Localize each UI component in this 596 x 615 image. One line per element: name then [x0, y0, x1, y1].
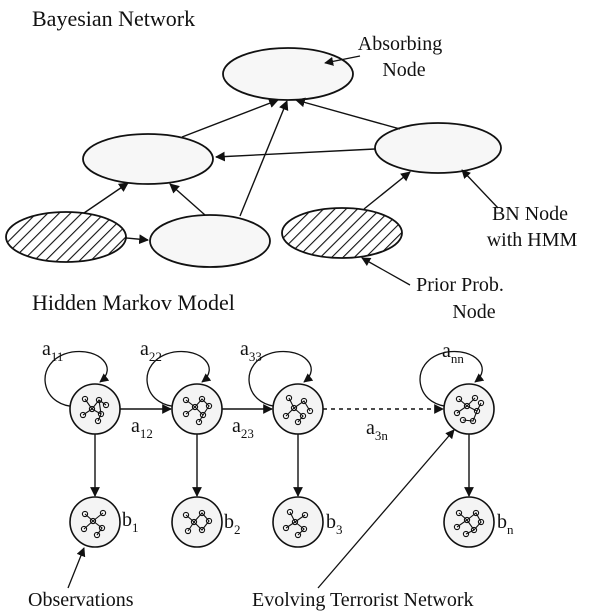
edge-bottom-to-left: [169, 183, 206, 216]
evolving-network-pointer: [317, 429, 455, 589]
network-glyph-state-1: [79, 395, 110, 425]
prior-node-right: [281, 207, 403, 259]
self-loop-3: [248, 350, 314, 408]
bnnode-label-1: BN Node: [492, 203, 568, 225]
self-loop-label-3: a33: [240, 338, 262, 364]
network-glyph-obs-1: [80, 509, 107, 539]
evolving-network-label: Evolving Terrorist Network: [252, 589, 474, 611]
edge-left-to-absorbing: [181, 98, 279, 138]
bn-node-bottom: [149, 214, 271, 268]
observations-label: Observations: [28, 589, 134, 611]
network-glyph-state-n: [453, 394, 485, 425]
bn-title: Bayesian Network: [32, 6, 195, 31]
hmm-title: Hidden Markov Model: [32, 290, 235, 315]
transition-label-1-2: a12: [131, 415, 153, 441]
emission-label-2: b2: [224, 511, 241, 537]
prior-node-left: [5, 211, 127, 263]
transition-label-3-n: a3n: [366, 417, 388, 443]
self-loop-label-1: a11: [42, 338, 63, 364]
emission-label-1: b1: [122, 509, 139, 535]
bnnode-pointer: [461, 169, 499, 209]
absorbing-label-2: Node: [382, 59, 425, 81]
prior-label-1: Prior Prob.: [416, 274, 504, 296]
bn-node-left: [82, 133, 214, 185]
network-glyph-state-2: [182, 395, 213, 426]
edge-right-to-left: [215, 148, 376, 162]
edge-prior-to-right: [363, 171, 411, 210]
self-loop-label-n: ann: [442, 340, 464, 366]
state-node-3: [272, 383, 324, 435]
edge-right-to-absorbing: [295, 97, 401, 130]
emission-label-3: b3: [326, 511, 343, 537]
absorbing-label-1: Absorbing: [358, 33, 442, 55]
edge-prior-to-bottom: [125, 234, 149, 245]
self-loop-1: [44, 350, 110, 408]
absorbing-node: [222, 47, 354, 101]
transition-label-2-3: a23: [232, 415, 254, 441]
bn-node-right: [374, 122, 502, 174]
state-node-n: [443, 383, 495, 435]
network-glyph-state-3: [282, 394, 314, 426]
edge-prior-to-left: [83, 182, 129, 214]
observations-pointer: [67, 547, 86, 589]
network-glyph-obs-2: [182, 509, 213, 535]
prior-label-2: Node: [452, 301, 495, 323]
self-loop-label-2: a22: [140, 338, 162, 364]
self-loop-2: [146, 350, 212, 408]
network-glyph-obs-3: [282, 508, 309, 539]
prior-pointer: [361, 257, 411, 286]
emission-label-n: bn: [497, 511, 514, 537]
edge-bottom-to-absorbing: [239, 100, 289, 217]
self-loop-n: [419, 350, 485, 408]
network-glyph-obs-n: [453, 509, 485, 538]
bnnode-label-2: with HMM: [487, 229, 578, 251]
absorbing-pointer: [324, 55, 361, 66]
